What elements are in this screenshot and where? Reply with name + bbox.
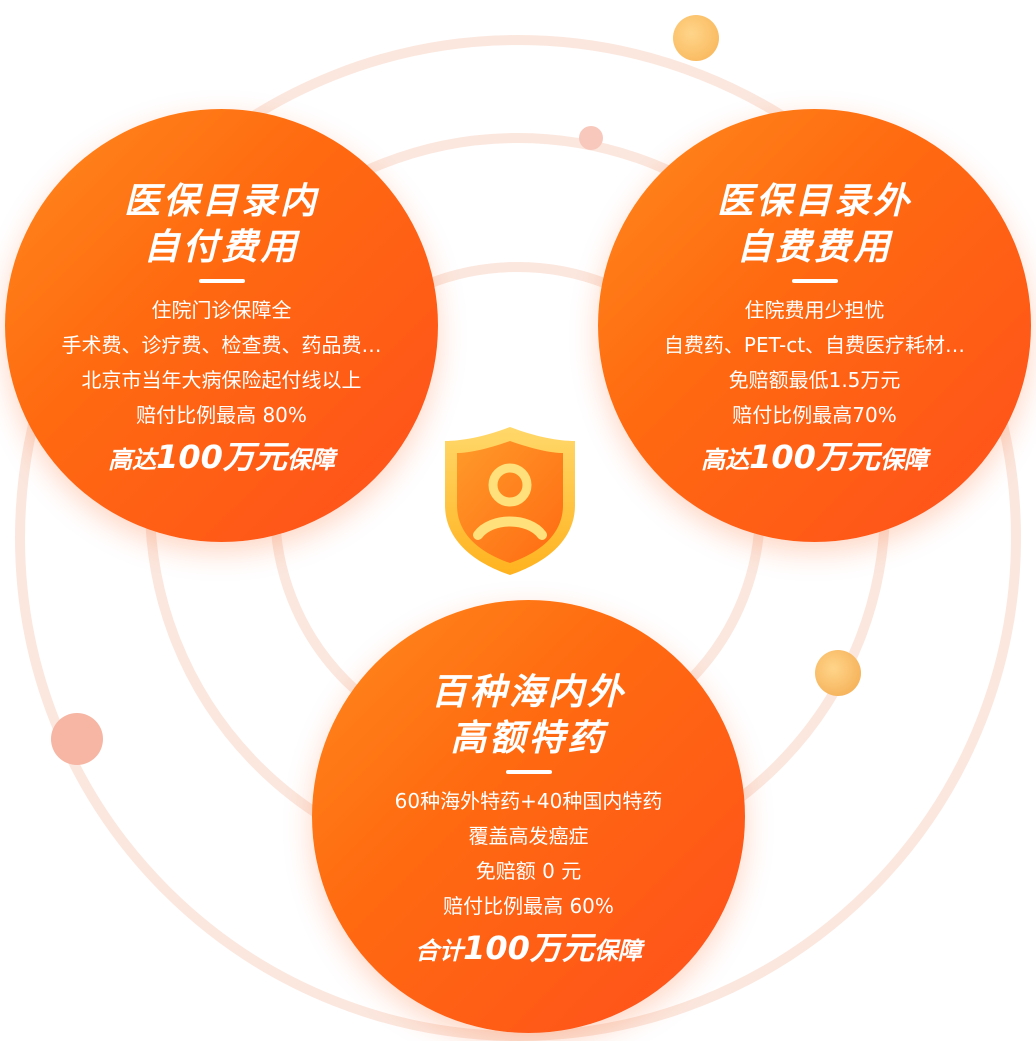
highlight-amount: 100万元 (156, 438, 287, 476)
decor-dot-pink-left (51, 713, 103, 765)
bubble-title-line-1: 医保目录内 (123, 181, 319, 222)
detail-line: 手术费、诊疗费、检查费、药品费… (61, 333, 382, 357)
detail-line: 免赔额最低1.5万元 (728, 368, 901, 392)
bubble-out-of-catalog-self-pay: 医保目录外 自费费用 住院费用少担忧 自费药、PET-ct、自费医疗耗材… 免赔… (598, 109, 1031, 542)
detail-line: 赔付比例最高 60% (443, 894, 614, 918)
coverage-highlight: 高达100万元保障 (5, 435, 438, 482)
highlight-amount: 100万元 (463, 929, 594, 967)
detail-line: 自费药、PET-ct、自费医疗耗材… (663, 333, 966, 357)
bubble-title-line-1: 百种海内外 (430, 672, 626, 713)
detail-line: 住院费用少担忧 (744, 298, 885, 322)
detail-line: 赔付比例最高 80% (136, 403, 307, 427)
decor-dot-gold-right (815, 650, 861, 696)
bubble-special-drugs: 百种海内外 高额特药 60种海外特药+40种国内特药 覆盖高发癌症 免赔额 0 … (312, 600, 745, 1033)
highlight-suffix: 保障 (593, 937, 642, 965)
detail-line: 免赔额 0 元 (475, 859, 582, 883)
shield-user-icon (445, 427, 575, 575)
detail-line: 住院门诊保障全 (151, 298, 292, 322)
bubble-title-line-2: 自费费用 (736, 227, 893, 268)
title-divider (198, 279, 245, 283)
title-divider (791, 279, 838, 283)
orbit-ring-outer (15, 35, 1021, 1041)
highlight-prefix: 合计 (415, 937, 464, 965)
highlight-amount: 100万元 (749, 438, 880, 476)
highlight-suffix: 保障 (879, 446, 928, 474)
bubble-title-line-1: 医保目录外 (716, 181, 912, 222)
coverage-highlight: 高达100万元保障 (598, 435, 1031, 482)
highlight-suffix: 保障 (286, 446, 335, 474)
highlight-prefix: 高达 (108, 446, 157, 474)
title-divider (505, 770, 552, 774)
decor-dot-gold-top (673, 15, 719, 61)
bubble-title-line-2: 高额特药 (450, 718, 607, 759)
detail-line: 覆盖高发癌症 (468, 824, 589, 848)
detail-line: 赔付比例最高70% (732, 403, 897, 427)
highlight-prefix: 高达 (701, 446, 750, 474)
bubble-title-line-2: 自付费用 (143, 227, 300, 268)
detail-line: 北京市当年大病保险起付线以上 (81, 368, 362, 392)
bubble-in-catalog-copay: 医保目录内 自付费用 住院门诊保障全 手术费、诊疗费、检查费、药品费… 北京市当… (5, 109, 438, 542)
coverage-highlight: 合计100万元保障 (312, 926, 745, 973)
detail-line: 60种海外特药+40种国内特药 (394, 789, 663, 813)
decor-dot-pink-small (579, 126, 603, 150)
